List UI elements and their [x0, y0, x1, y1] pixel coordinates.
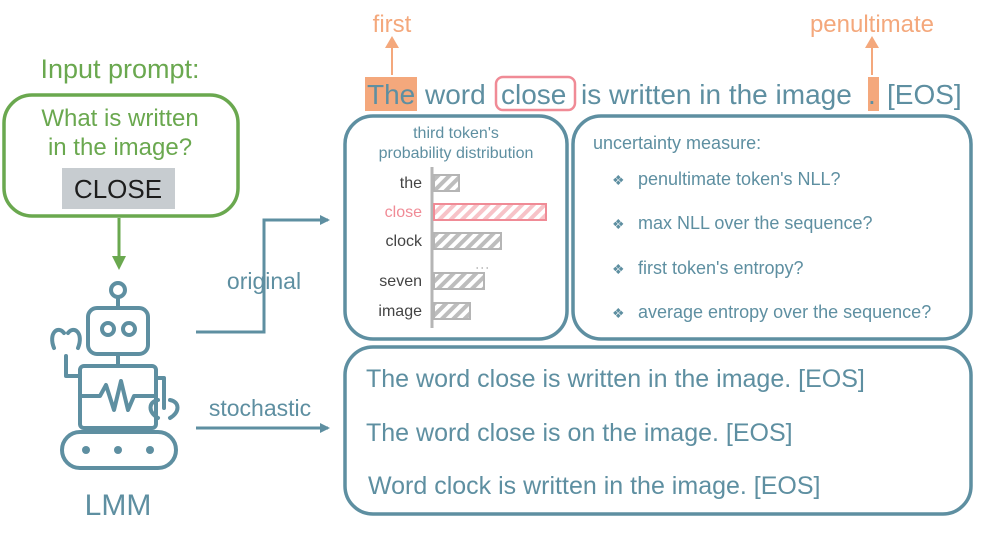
- robot-wheel-1: [82, 446, 90, 454]
- uncertainty-item: first token's entropy?: [638, 258, 804, 278]
- original-arrow: [196, 215, 330, 334]
- prompt-question-line1: What is written: [41, 105, 198, 132]
- first-token-highlight: [365, 77, 417, 111]
- diamond-bullet-icon: ❖: [612, 216, 625, 232]
- model-label: LMM: [85, 489, 152, 522]
- stochastic-label: stochastic: [209, 395, 311, 421]
- prompt-question-line2: in the image?: [48, 134, 192, 161]
- stochastic-panel: [343, 345, 973, 516]
- distribution-token-image: image: [378, 303, 422, 320]
- sentence-token-rest: is written in the image: [581, 79, 852, 110]
- uncertainty-title: uncertainty measure:: [593, 133, 761, 153]
- penultimate-label: penultimate: [810, 11, 934, 38]
- distribution-bar-close: [433, 203, 547, 221]
- distribution-token-clock: clock: [386, 233, 423, 250]
- first-label: first: [373, 11, 412, 38]
- distribution-token-close: close: [385, 204, 422, 221]
- uncertainty-item: penultimate token's NLL?: [638, 169, 841, 189]
- third-token-box: [494, 75, 577, 112]
- prompt-image-text: CLOSE: [74, 174, 162, 204]
- distribution-title-line2: probability distribution: [379, 145, 534, 162]
- prompt-to-model-arrow-head: [112, 256, 126, 270]
- distribution-title-line1: third token's: [413, 125, 499, 142]
- robot-wheel-2: [114, 446, 122, 454]
- penultimate-token-highlight: [868, 77, 879, 111]
- diamond-bullet-icon: ❖: [612, 172, 625, 188]
- distribution-token-the: the: [400, 175, 422, 192]
- sentence-token-close: close: [501, 79, 566, 110]
- stochastic-output-3: Word clock is written in the image. [EOS…: [368, 472, 820, 500]
- distribution-token-seven: seven: [379, 273, 422, 290]
- uncertainty-item: max NLL over the sequence?: [638, 213, 872, 233]
- robot-wheel-3: [146, 446, 154, 454]
- sentence-token-word: word: [424, 79, 486, 110]
- distribution-panel: [343, 114, 569, 341]
- distribution-bar-seven: [433, 272, 485, 290]
- penultimate-arrow-head: [865, 36, 879, 48]
- uncertainty-item: average entropy over the sequence?: [638, 302, 931, 322]
- stochastic-output-2: The word close is on the image. [EOS]: [366, 419, 793, 447]
- sentence-token-period: .: [868, 79, 876, 110]
- distribution-bar-image: [433, 302, 471, 320]
- distribution-bar-the: [433, 174, 460, 192]
- distribution-ellipsis: ⋮: [475, 261, 491, 275]
- original-label: original: [227, 268, 301, 294]
- distribution-bar-clock: [433, 232, 502, 250]
- sentence-token-the: The: [367, 79, 415, 110]
- stochastic-output-1: The word close is written in the image. …: [366, 365, 865, 393]
- uncertainty-panel: [571, 114, 973, 341]
- diamond-bullet-icon: ❖: [612, 305, 625, 321]
- sentence-token-eos: [EOS]: [887, 79, 962, 110]
- first-arrow-head: [385, 36, 399, 48]
- input-prompt-title: Input prompt:: [40, 54, 199, 84]
- prompt-image: [62, 168, 175, 209]
- diamond-bullet-icon: ❖: [612, 261, 625, 277]
- robot-icon: [50, 281, 180, 470]
